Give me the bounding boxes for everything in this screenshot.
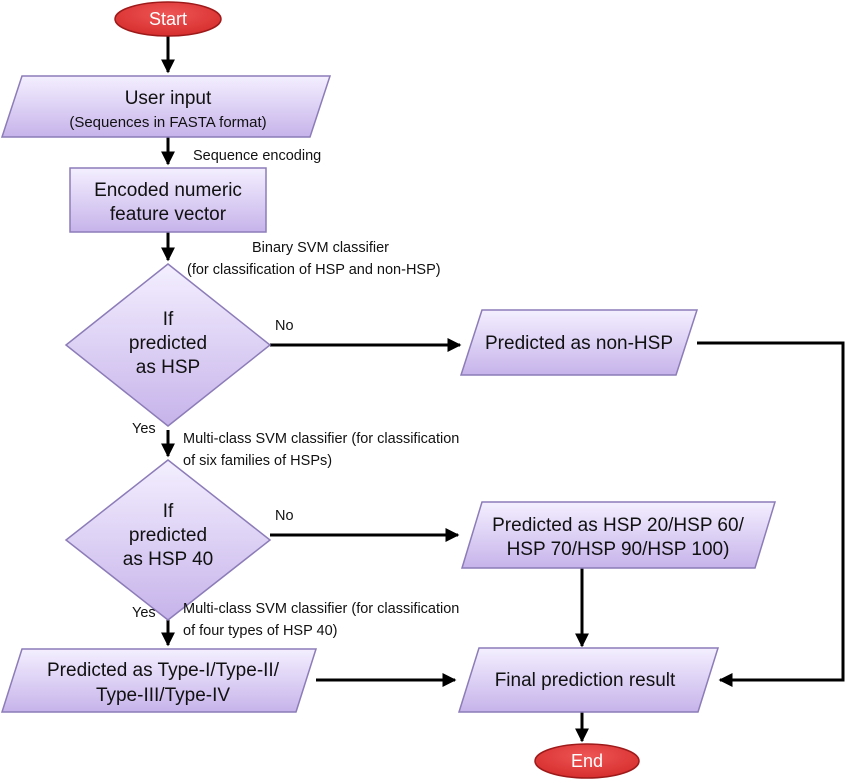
- decision-hsp-line1: If: [163, 309, 174, 330]
- encoded-vector-label-line1: Encoded numeric: [94, 180, 242, 201]
- user-input-node: User input (Sequences in FASTA format): [0, 75, 332, 138]
- edge-label-multiclass1-line1: Multi-class SVM classifier (for classifi…: [183, 431, 459, 447]
- user-input-sublabel: (Sequences in FASTA format): [69, 114, 266, 131]
- final-result-node: Final prediction result: [457, 647, 720, 713]
- edge-label-binary-svm-line2: (for classification of HSP and non-HSP): [187, 262, 441, 278]
- edge-label-no-1: No: [275, 318, 294, 334]
- edge-label-multiclass2-line2: of four types of HSP 40): [183, 623, 337, 639]
- hsp-families-line2: HSP 70/HSP 90/HSP 100): [507, 539, 730, 560]
- decision-hsp-shape: [64, 263, 272, 427]
- start-label: Start: [149, 9, 187, 29]
- encoded-vector-node: Encoded numeric feature vector: [69, 167, 267, 233]
- non-hsp-node: Predicted as non-HSP: [459, 309, 699, 376]
- hsp40-types-node: Predicted as Type-I/Type-II/ Type-III/Ty…: [0, 648, 318, 713]
- final-result-label: Final prediction result: [495, 670, 676, 691]
- end-ellipse: [534, 743, 640, 779]
- edge-label-multiclass1-line2: of six families of HSPs): [183, 453, 332, 469]
- edge-label-multiclass2-line1: Multi-class SVM classifier (for classifi…: [183, 601, 459, 617]
- end-terminal: End: [534, 743, 640, 779]
- hsp-families-node: Predicted as HSP 20/HSP 60/ HSP 70/HSP 9…: [460, 501, 777, 569]
- start-terminal: Start: [114, 1, 222, 37]
- non-hsp-shape: [459, 309, 699, 376]
- non-hsp-label: Predicted as non-HSP: [485, 333, 673, 354]
- hsp-families-shape: [460, 501, 777, 569]
- decision-hsp-line2: predicted: [129, 333, 207, 354]
- user-input-label: User input: [125, 88, 212, 109]
- encoded-vector-label-line2: feature vector: [110, 204, 227, 225]
- hsp40-types-line2: Type-III/Type-IV: [96, 685, 230, 706]
- edge-label-yes-2: Yes: [132, 605, 156, 621]
- decision-hsp40-line3: as HSP 40: [123, 549, 213, 570]
- arrow-nonhsp-to-final: [697, 341, 845, 687]
- start-ellipse: [114, 1, 222, 37]
- decision-hsp40-line2: predicted: [129, 525, 207, 546]
- decision-hsp40-shape: [64, 459, 272, 621]
- end-label: End: [571, 751, 603, 771]
- edge-label-no-2: No: [275, 508, 294, 524]
- connectors: [161, 35, 845, 743]
- edge-label-sequence-encoding: Sequence encoding: [193, 148, 321, 164]
- hsp40-types-shape: [0, 648, 318, 713]
- decision-hsp40-line1: If: [163, 501, 174, 522]
- decision-hsp-line3: as HSP: [136, 357, 200, 378]
- decision-hsp40: If predicted as HSP 40: [64, 459, 272, 621]
- edge-label-binary-svm-line1: Binary SVM classifier: [252, 240, 389, 256]
- final-result-shape: [457, 647, 720, 713]
- encoded-vector-shape: [69, 167, 267, 233]
- decision-hsp: If predicted as HSP: [64, 263, 272, 427]
- user-input-shape: [0, 75, 332, 138]
- edge-label-yes-1: Yes: [132, 421, 156, 437]
- hsp-families-line1: Predicted as HSP 20/HSP 60/: [492, 515, 744, 536]
- hsp40-types-line1: Predicted as Type-I/Type-II/: [47, 660, 280, 681]
